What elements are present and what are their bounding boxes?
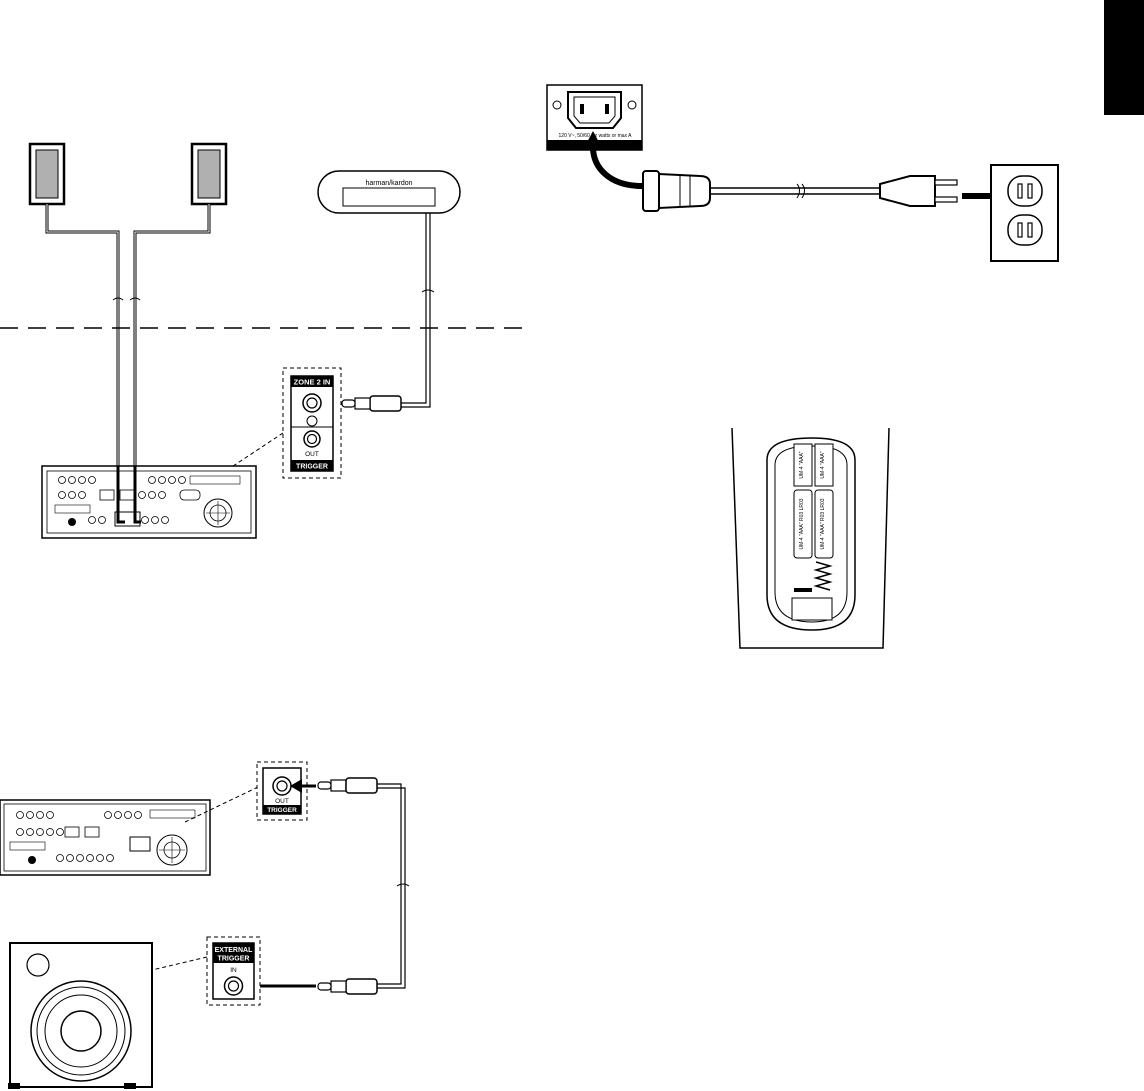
trigger-out-panel: OUT TRIGGER — [256, 761, 308, 821]
keypad-cable — [401, 213, 431, 408]
outlet-icon — [990, 164, 1059, 262]
external-trigger-title-2: TRIGGER — [218, 956, 250, 963]
zone2-keypad: harman/kardon — [317, 170, 461, 214]
battery-label: UM-4 "AAA" — [799, 451, 805, 478]
battery: UM-4 "AAA" R03 LR03 — [793, 489, 813, 559]
battery-label: UM-4 "AAA" — [820, 451, 826, 478]
speaker-icon — [190, 142, 228, 206]
receiver-rear-panel — [0, 799, 211, 876]
plug-icon — [879, 175, 958, 207]
battery-label: UM-4 "AAA" R03 LR03 — [820, 498, 826, 549]
battery-label: UM-4 "AAA" R03 LR03 — [799, 498, 805, 549]
plug-icon — [642, 170, 711, 212]
plug-icon — [341, 395, 402, 412]
arrow-icon — [583, 131, 643, 189]
remote-battery-diagram: UM-4 "AAA" UM-4 "AAA" UM-4 "AAA" R03 LR0… — [731, 427, 890, 649]
battery: UM-4 "AAA" — [814, 443, 834, 487]
trigger-cable — [377, 783, 406, 989]
zone2-in-title: ZONE 2 IN — [294, 378, 331, 387]
trigger-out-label: OUT — [275, 798, 289, 805]
receiver-rear-panel — [41, 465, 257, 539]
trigger-footer: TRIGGER — [296, 464, 328, 471]
keypad-brand: harman/kardon — [365, 180, 412, 187]
trigger-footer: TRIGGER — [267, 807, 297, 814]
arrow-icon — [290, 779, 316, 793]
battery-spring — [813, 561, 833, 591]
subwoofer-icon — [8, 942, 153, 1089]
plug-icon — [317, 777, 378, 794]
speaker-icon — [28, 142, 66, 206]
external-trigger-in-label: IN — [230, 967, 237, 974]
trigger-diagram: OUT TRIGGER — [0, 761, 410, 1089]
external-trigger-panel: EXTERNAL TRIGGER IN — [206, 936, 261, 1006]
power-cord — [710, 187, 880, 195]
power-diagram: 120 V~, 50/60 Hz watts or max A — [546, 84, 1059, 262]
zone2-jack-panel: ZONE 2 IN OUT TRIGGER — [282, 367, 342, 479]
battery: UM-4 "AAA" — [793, 443, 813, 487]
language-tab — [1104, 0, 1144, 115]
zone2-diagram: harman/kardon ZONE 2 IN — [0, 142, 525, 539]
external-trigger-title-1: EXTERNAL — [215, 947, 253, 954]
plug-icon — [317, 978, 378, 995]
battery: UM-4 "AAA" R03 LR03 — [814, 489, 834, 559]
trigger-out-label: OUT — [305, 451, 319, 458]
